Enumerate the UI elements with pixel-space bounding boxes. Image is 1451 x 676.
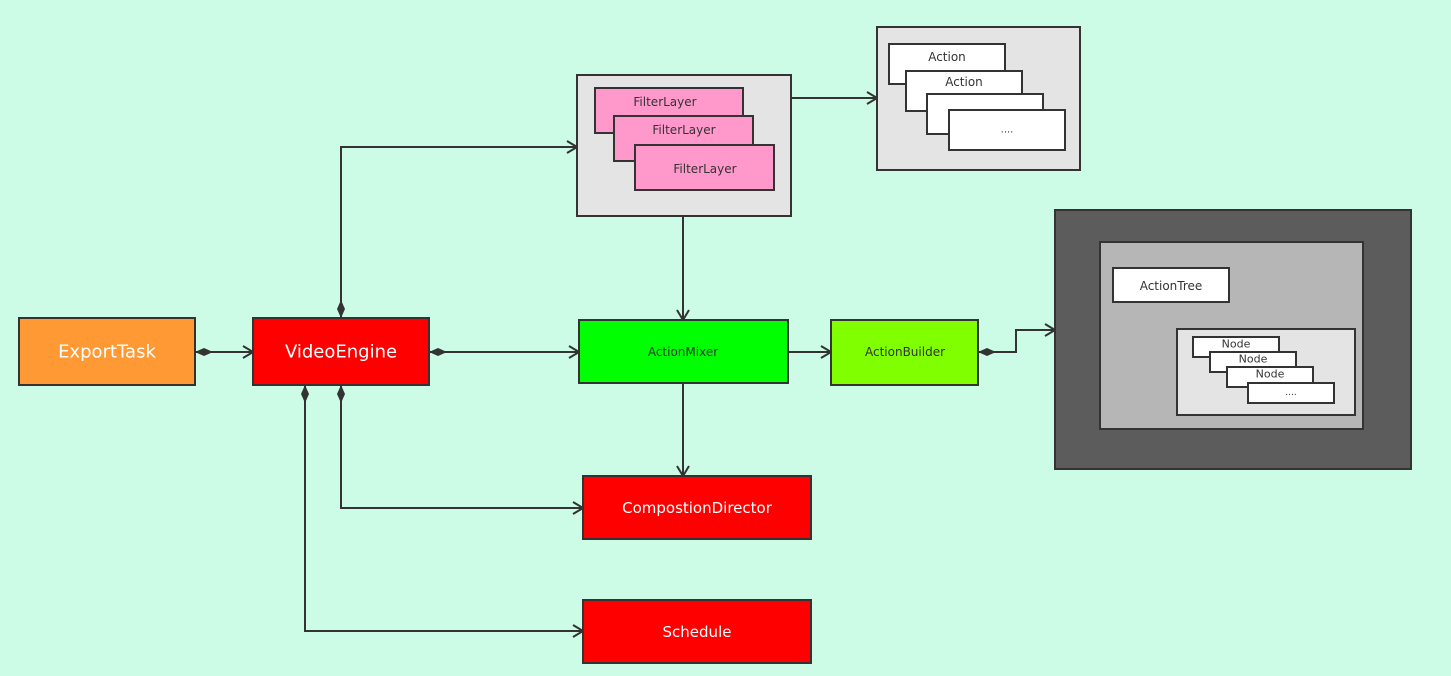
action-more-label: .... (1001, 125, 1014, 136)
edges (195, 98, 1055, 631)
schedule-label: Schedule (663, 623, 732, 641)
action-builder-label: ActionBuilder (865, 345, 945, 359)
video-engine-label: VideoEngine (285, 342, 397, 363)
video-engine-node[interactable]: VideoEngine (252, 317, 430, 386)
actions-container[interactable]: Action Action .... (876, 26, 1081, 171)
action-builder-node[interactable]: ActionBuilder (830, 319, 979, 386)
composition-director-node[interactable]: CompostionDirector (582, 475, 812, 540)
action-mixer-node[interactable]: ActionMixer (578, 319, 789, 384)
tree-node-label: Node (1239, 353, 1268, 366)
export-task-label: ExportTask (58, 342, 156, 363)
filter-layer-label: FilterLayer (633, 95, 696, 109)
action-mixer-label: ActionMixer (648, 345, 718, 359)
edge-videoengine-schedule (305, 385, 583, 631)
filter-layer-label: FilterLayer (673, 162, 736, 176)
filter-layer[interactable]: FilterLayer (634, 144, 775, 191)
action-tree-node[interactable]: ActionTree (1112, 267, 1230, 303)
edge-videoengine-filtercontainer (341, 147, 577, 318)
schedule-node[interactable]: Schedule (582, 599, 812, 664)
filter-layer-container[interactable]: FilterLayer FilterLayer FilterLayer (576, 74, 792, 217)
edge-videoengine-compositiondirector (341, 385, 583, 508)
action-tree-label: ActionTree (1140, 279, 1203, 293)
edge-actionbuilder-actiontree (978, 330, 1055, 352)
action-label: Action (945, 75, 983, 89)
tree-node-more-label: .... (1285, 388, 1296, 398)
action-label: Action (928, 50, 966, 64)
composition-director-label: CompostionDirector (622, 499, 773, 517)
tree-node-label: Node (1222, 338, 1251, 351)
filter-layer-label: FilterLayer (652, 123, 715, 137)
action-tree-outer-container[interactable]: ActionTree Node Node Node .... (1054, 209, 1412, 470)
tree-node-label: Node (1256, 368, 1285, 381)
export-task-node[interactable]: ExportTask (18, 317, 196, 386)
tree-node-more[interactable]: .... (1247, 382, 1335, 404)
action-item-more[interactable]: .... (948, 109, 1066, 151)
